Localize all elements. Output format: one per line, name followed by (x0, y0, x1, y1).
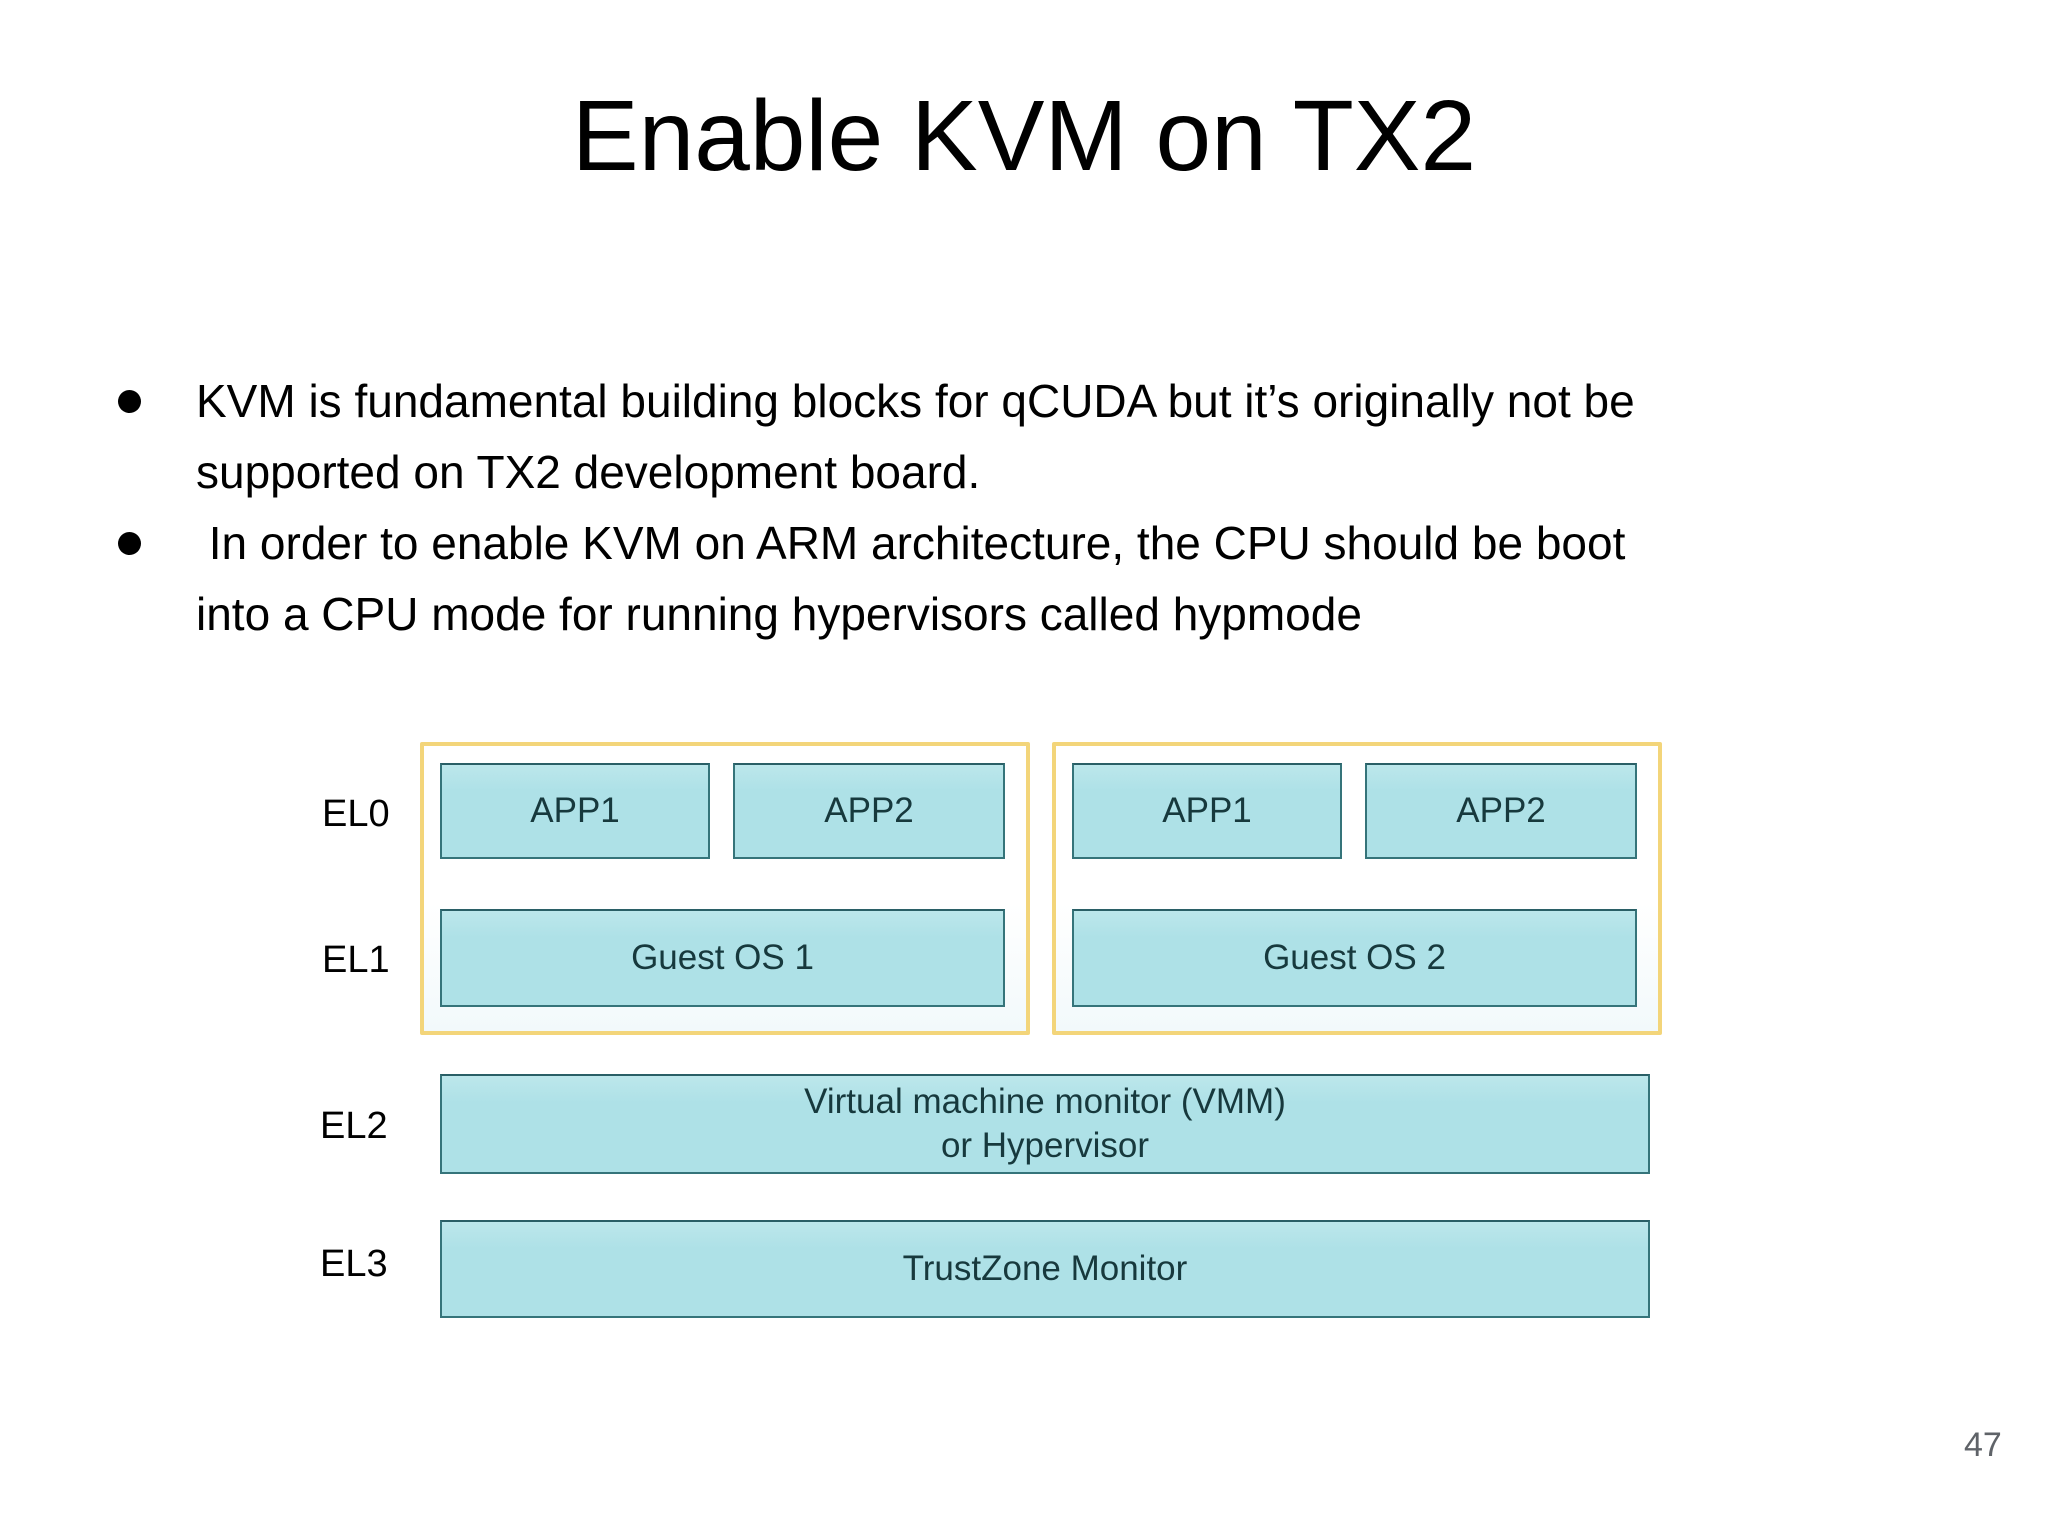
bullet-line: supported on TX2 development board. (196, 446, 981, 498)
row-label-el3: EL3 (320, 1243, 388, 1285)
row-label-el2: EL2 (320, 1105, 388, 1147)
page-number: 47 (1964, 1426, 2002, 1464)
vm2-app2-box: APP2 (1365, 763, 1637, 859)
bullet-text: KVM is fundamental building blocks for q… (196, 366, 1930, 508)
vm1-guest-os-box: Guest OS 1 (440, 909, 1005, 1007)
row-label-el1: EL1 (322, 939, 390, 981)
bullet-line: In order to enable KVM on ARM architectu… (196, 517, 1626, 569)
vm1-frame: APP1 APP2 Guest OS 1 (420, 742, 1030, 1035)
slide-title: Enable KVM on TX2 (571, 80, 1477, 192)
hypervisor-box-line: or Hypervisor (940, 1126, 1150, 1165)
vm1-app1-box: APP1 (440, 763, 710, 859)
bullet-item: In order to enable KVM on ARM architectu… (100, 508, 1930, 650)
hypervisor-box: Virtual machine monitor (VMM) or Hypervi… (440, 1074, 1650, 1174)
hypervisor-box-line: Virtual machine monitor (VMM) (804, 1082, 1286, 1121)
vm2-guest-os-box: Guest OS 2 (1072, 909, 1637, 1007)
vm1-app2-box: APP2 (733, 763, 1005, 859)
row-label-el0: EL0 (322, 793, 390, 835)
bullet-line: KVM is fundamental building blocks for q… (196, 375, 1635, 427)
vm2-app1-box: APP1 (1072, 763, 1342, 859)
bullet-line: into a CPU mode for running hypervisors … (196, 588, 1362, 640)
vm2-frame: APP1 APP2 Guest OS 2 (1052, 742, 1662, 1035)
bullet-item: KVM is fundamental building blocks for q… (100, 366, 1930, 508)
bullet-dot-icon (118, 532, 141, 555)
bullet-dot-icon (118, 390, 141, 413)
trustzone-monitor-box: TrustZone Monitor (440, 1220, 1650, 1318)
bullet-text: In order to enable KVM on ARM architectu… (196, 508, 1930, 650)
